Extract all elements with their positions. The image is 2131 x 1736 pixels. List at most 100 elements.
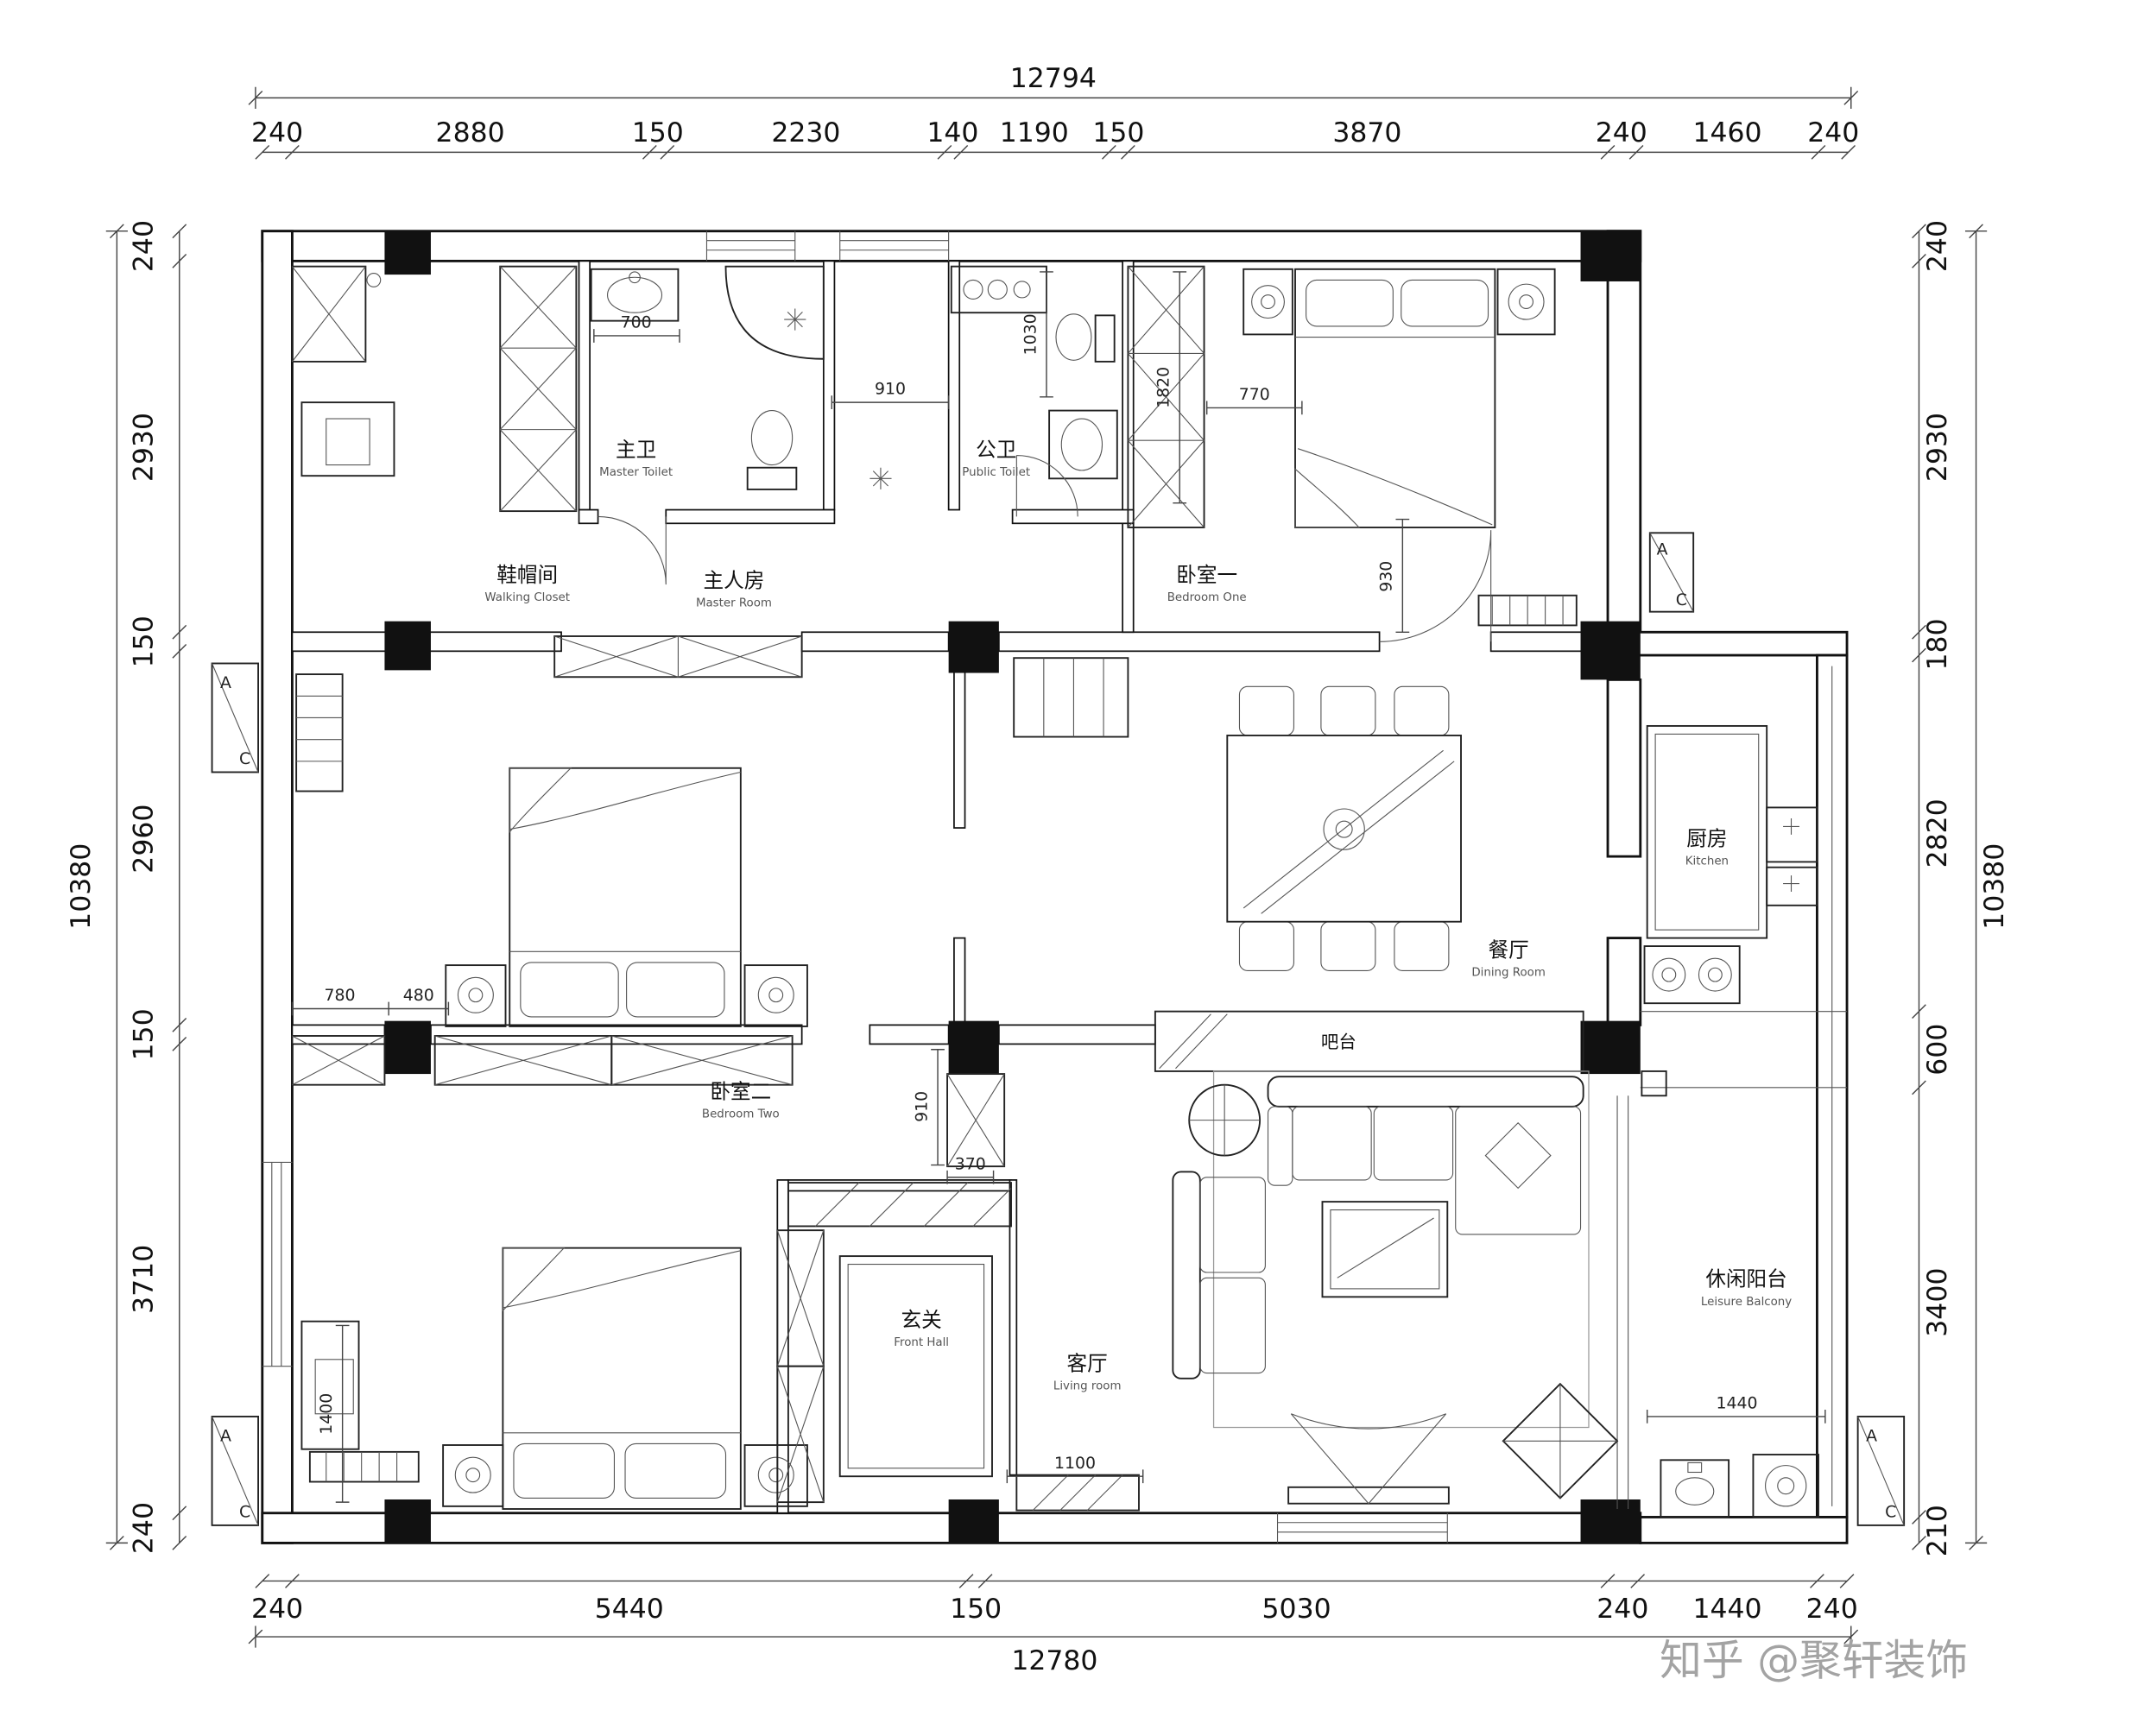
label-public-toilet-cn: 公卫 xyxy=(976,438,1016,462)
living-room-fixtures xyxy=(1172,1070,1619,1505)
dim-left-4: 150 xyxy=(128,1008,159,1060)
label-bedroom-two-en: Bedroom Two xyxy=(702,1108,780,1121)
dim-top-8: 240 xyxy=(1596,117,1647,148)
dim-left-total: 10380 xyxy=(66,843,97,930)
bedroom-one-fixtures: 1820 770 930 xyxy=(1127,265,1578,642)
label-living-room-en: Living room xyxy=(1053,1379,1122,1392)
dim-toilet-1030: 1030 xyxy=(1021,313,1040,355)
dim-top-0: 240 xyxy=(251,117,303,148)
walking-closet-fixtures xyxy=(291,265,578,792)
dim-top-4: 140 xyxy=(926,117,978,148)
toilet-corridor: 910 xyxy=(831,380,950,489)
label-living-room-cn: 客厅 xyxy=(1067,1351,1108,1375)
dim-right-0: 240 xyxy=(1922,220,1953,272)
dim-bottom-2: 150 xyxy=(950,1594,1002,1625)
label-balcony-cn: 休闲阳台 xyxy=(1705,1267,1786,1291)
ac-letter-a: A xyxy=(1866,1426,1877,1445)
label-walking-closet-cn: 鞋帽间 xyxy=(496,563,558,587)
ac-letter-c: C xyxy=(1676,590,1687,609)
dim-left-2: 150 xyxy=(128,615,159,667)
dim-right-6: 210 xyxy=(1922,1505,1953,1556)
label-walking-closet-en: Walking Closet xyxy=(484,591,570,604)
dim-closet-780: 780 xyxy=(324,986,355,1005)
label-dining-en: Dining Room xyxy=(1471,967,1545,980)
public-toilet-fixtures: 1030 xyxy=(950,265,1118,517)
label-bedroom-one-en: Bedroom One xyxy=(1167,591,1247,604)
dimension-chain-top: 12794 240 2880 150 2230 140 1190 150 387… xyxy=(248,63,1859,160)
label-dining-cn: 餐厅 xyxy=(1489,938,1529,963)
master-room-fixtures: 780 480 xyxy=(291,635,808,1027)
label-bedroom-two-cn: 卧室二 xyxy=(710,1079,771,1103)
dim-right-5: 3400 xyxy=(1922,1268,1953,1337)
dim-door-930: 930 xyxy=(1377,561,1396,592)
dim-right-total: 10380 xyxy=(1979,843,2010,930)
dim-entry-1100: 1100 xyxy=(1054,1454,1096,1473)
dim-wardrobe-1820: 1820 xyxy=(1154,367,1173,408)
kitchen-fixtures xyxy=(1643,724,1818,1005)
tv-projection xyxy=(1287,1413,1450,1505)
dim-left-5: 3710 xyxy=(128,1245,159,1314)
label-balcony-en: Leisure Balcony xyxy=(1701,1296,1792,1309)
structural-columns xyxy=(384,230,1641,1543)
ac-unit-left-top: A C xyxy=(211,662,260,773)
dim-right-1: 2930 xyxy=(1922,413,1953,482)
dim-top-3: 2230 xyxy=(771,117,840,148)
master-toilet-fixtures: 700 xyxy=(590,265,825,585)
windows xyxy=(262,230,1833,1543)
dimension-chain-right: 240 2930 180 2820 600 3400 210 10380 xyxy=(1912,220,2010,1556)
bedroom-two-fixtures: 1400 xyxy=(291,1035,808,1510)
label-kitchen-en: Kitchen xyxy=(1685,855,1729,868)
ac-unit-left-bottom: A C xyxy=(211,1415,260,1526)
balcony-fixtures: 1440 xyxy=(1646,1393,1826,1518)
shower-head-icon xyxy=(784,308,806,331)
label-master-toilet-cn: 主卫 xyxy=(616,438,656,462)
dim-left-6: 240 xyxy=(128,1502,159,1554)
dim-left-0: 240 xyxy=(128,220,159,272)
dining-room-fixtures xyxy=(1013,657,1462,971)
label-front-hall-cn: 玄关 xyxy=(901,1308,942,1332)
dim-top-6: 150 xyxy=(1092,117,1144,148)
dim-bottom-6: 240 xyxy=(1806,1594,1858,1625)
dim-top-9: 1460 xyxy=(1692,117,1761,148)
ac-letter-c: C xyxy=(239,749,250,768)
label-master-room-cn: 主人房 xyxy=(704,568,765,592)
dim-closet-480: 480 xyxy=(403,986,434,1005)
dimension-chain-left: 240 2930 150 2960 150 3710 240 10380 xyxy=(66,220,187,1554)
room-labels: 鞋帽间 Walking Closet 主人房 Master Room 主卫 Ma… xyxy=(484,438,1792,1392)
label-front-hall-en: Front Hall xyxy=(894,1336,949,1349)
label-master-room-en: Master Room xyxy=(696,597,772,609)
ac-unit-right-bottom: A C xyxy=(1856,1415,1906,1526)
watermark: 知乎 @聚轩装饰 xyxy=(1660,1636,1968,1685)
dim-left-1: 2930 xyxy=(128,413,159,482)
dim-bottom-total: 12780 xyxy=(1011,1645,1097,1676)
dimension-chain-bottom: 240 5440 150 5030 240 1440 240 12780 xyxy=(248,1574,1859,1676)
dim-hall-370: 370 xyxy=(955,1154,986,1173)
front-hall-fixtures: 910 370 1100 xyxy=(776,1049,1144,1512)
dim-bottom-5: 1440 xyxy=(1692,1594,1761,1625)
dim-bottom-1: 5440 xyxy=(595,1594,664,1625)
ac-unit-right-top: A C xyxy=(1648,532,1695,613)
dim-top-7: 3870 xyxy=(1332,117,1401,148)
bar-label: 吧台 xyxy=(1321,1032,1356,1052)
dim-bottom-0: 240 xyxy=(251,1594,303,1625)
dim-hall-910: 910 xyxy=(912,1091,931,1122)
dim-bottom-3: 5030 xyxy=(1262,1594,1331,1625)
dim-bedside-770: 770 xyxy=(1239,385,1270,404)
dim-right-4: 600 xyxy=(1922,1024,1953,1076)
decor-diamond xyxy=(1502,1382,1619,1499)
ceiling-light-icon xyxy=(869,467,892,489)
dim-bottom-4: 240 xyxy=(1597,1594,1648,1625)
dim-top-5: 1190 xyxy=(1000,117,1069,148)
dim-top-2: 150 xyxy=(632,117,684,148)
dim-top-total: 12794 xyxy=(1010,63,1097,94)
dim-right-3: 2820 xyxy=(1922,799,1953,868)
dim-sink-700: 700 xyxy=(621,313,652,332)
dim-top-1: 2880 xyxy=(436,117,505,148)
dim-right-2: 180 xyxy=(1922,618,1953,670)
dim-balcony-1440: 1440 xyxy=(1717,1393,1758,1412)
dim-corridor-910: 910 xyxy=(875,380,906,399)
ac-letter-c: C xyxy=(1885,1502,1896,1521)
ac-letter-a: A xyxy=(220,673,231,692)
